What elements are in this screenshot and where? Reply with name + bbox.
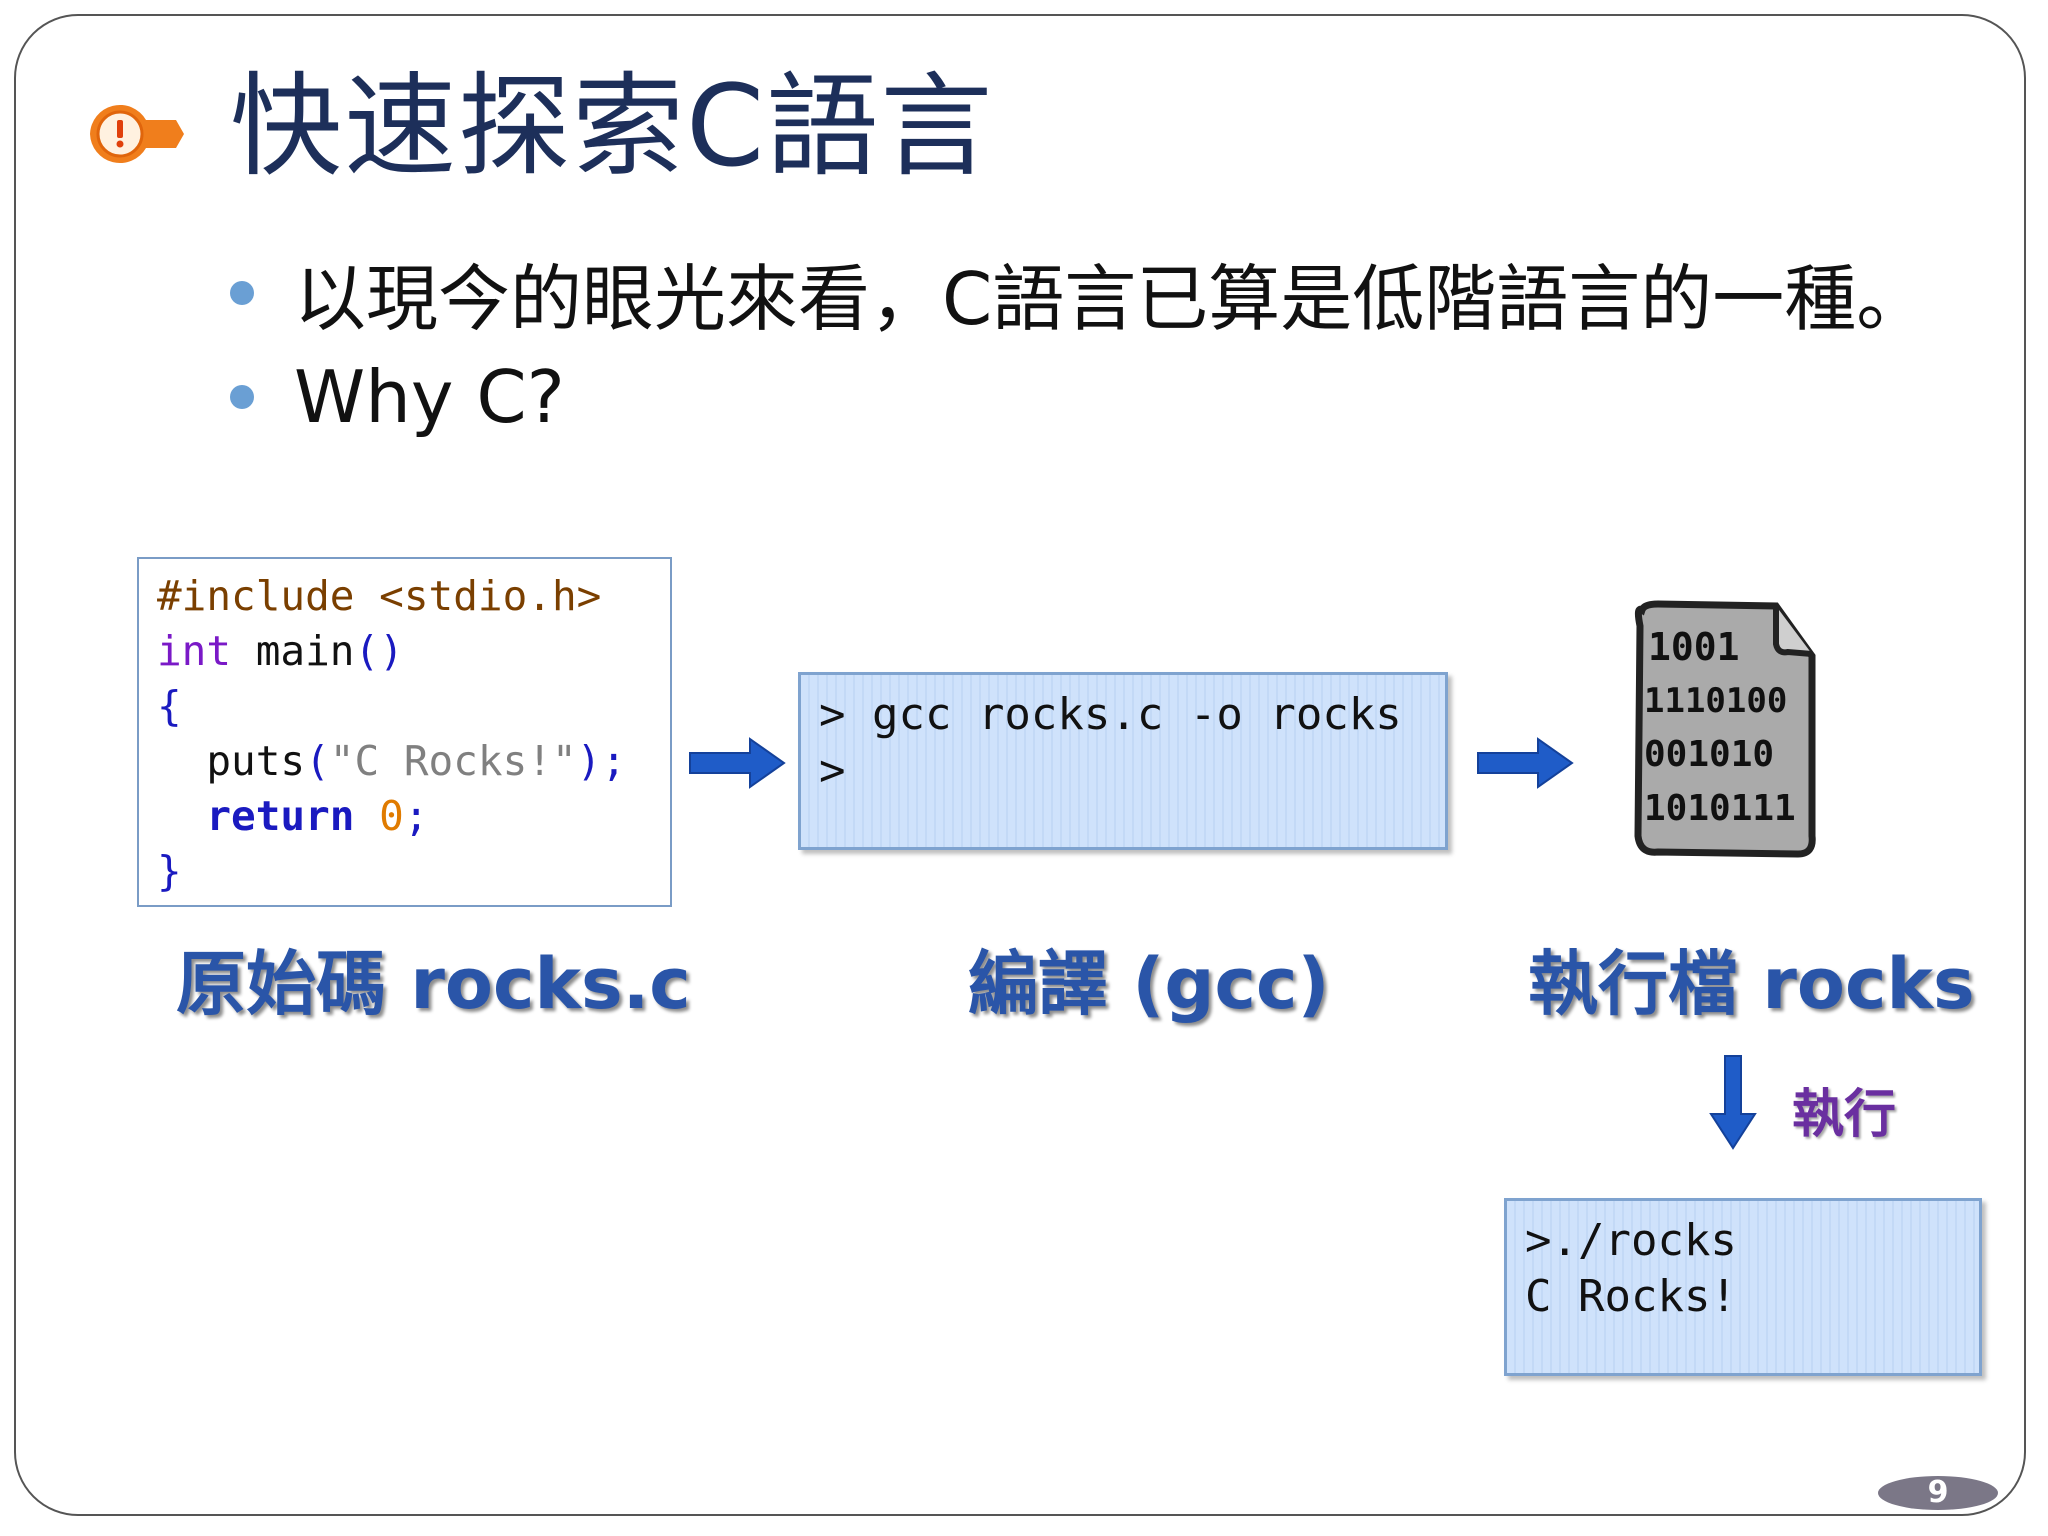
code-paren: () — [354, 627, 404, 675]
bullet-text: Why C? — [294, 355, 565, 439]
binary-row: 001010 — [1644, 734, 1774, 775]
code-identifier: puts — [157, 737, 306, 785]
terminal-line: >./rocks — [1525, 1215, 1737, 1266]
binary-row: 1110100 — [1644, 681, 1787, 721]
run-label: 執行 — [1792, 1085, 1897, 1145]
code-include: #include <stdio.h> — [157, 572, 602, 620]
code-brace: } — [157, 847, 182, 895]
bullet-item: Why C? — [230, 355, 565, 439]
code-paren: ); — [576, 737, 627, 785]
slide-title: 快速探索C語言 — [230, 62, 995, 192]
exclamation-tag-icon — [90, 104, 184, 164]
code-paren: ( — [305, 737, 330, 785]
bullet-item: 以現今的眼光來看，C語言已算是低階語言的一種。 — [230, 240, 1928, 345]
code-line: #include <stdio.h> — [157, 569, 652, 624]
bullet-dot-icon — [230, 385, 254, 409]
right-arrow-icon — [689, 737, 786, 789]
page-number: 9 — [1878, 1476, 1998, 1510]
code-number: 0 — [379, 792, 404, 840]
right-arrow-icon — [1477, 737, 1574, 789]
bullet-text: 以現今的眼光來看，C語言已算是低階語言的一種。 — [294, 257, 1929, 341]
code-line: } — [157, 844, 652, 899]
binary-row: 1001 — [1648, 625, 1740, 669]
code-string: "C Rocks!" — [329, 737, 577, 785]
caption-executable: 執行檔 rocks — [1528, 943, 1975, 1025]
code-keyword: int — [157, 627, 232, 675]
code-brace: { — [157, 682, 182, 730]
terminal-line: > — [819, 745, 846, 796]
code-semicolon: ; — [403, 792, 429, 840]
code-line: puts("C Rocks!"); — [157, 734, 652, 789]
code-identifier: main — [231, 627, 355, 675]
terminal-line: C Rocks! — [1525, 1271, 1737, 1322]
caption-compile: 編譯 (gcc) — [968, 943, 1330, 1025]
code-line: { — [157, 679, 652, 734]
code-keyword: return — [157, 792, 355, 840]
code-line: int main() — [157, 624, 652, 679]
bullet-dot-icon — [230, 280, 254, 305]
code-line: return 0; — [157, 789, 652, 844]
compile-terminal: > gcc rocks.c -o rocks> — [798, 672, 1448, 850]
source-code-box: #include <stdio.h>int main(){ puts("C Ro… — [137, 557, 672, 907]
down-arrow-icon — [1709, 1055, 1757, 1150]
binary-file-icon: 1001 1110100 001010 1010111 — [1634, 600, 1816, 858]
terminal-line: > gcc rocks.c -o rocks — [819, 689, 1402, 740]
caption-source: 原始碼 rocks.c — [176, 943, 691, 1025]
binary-row: 1010111 — [1644, 788, 1796, 829]
